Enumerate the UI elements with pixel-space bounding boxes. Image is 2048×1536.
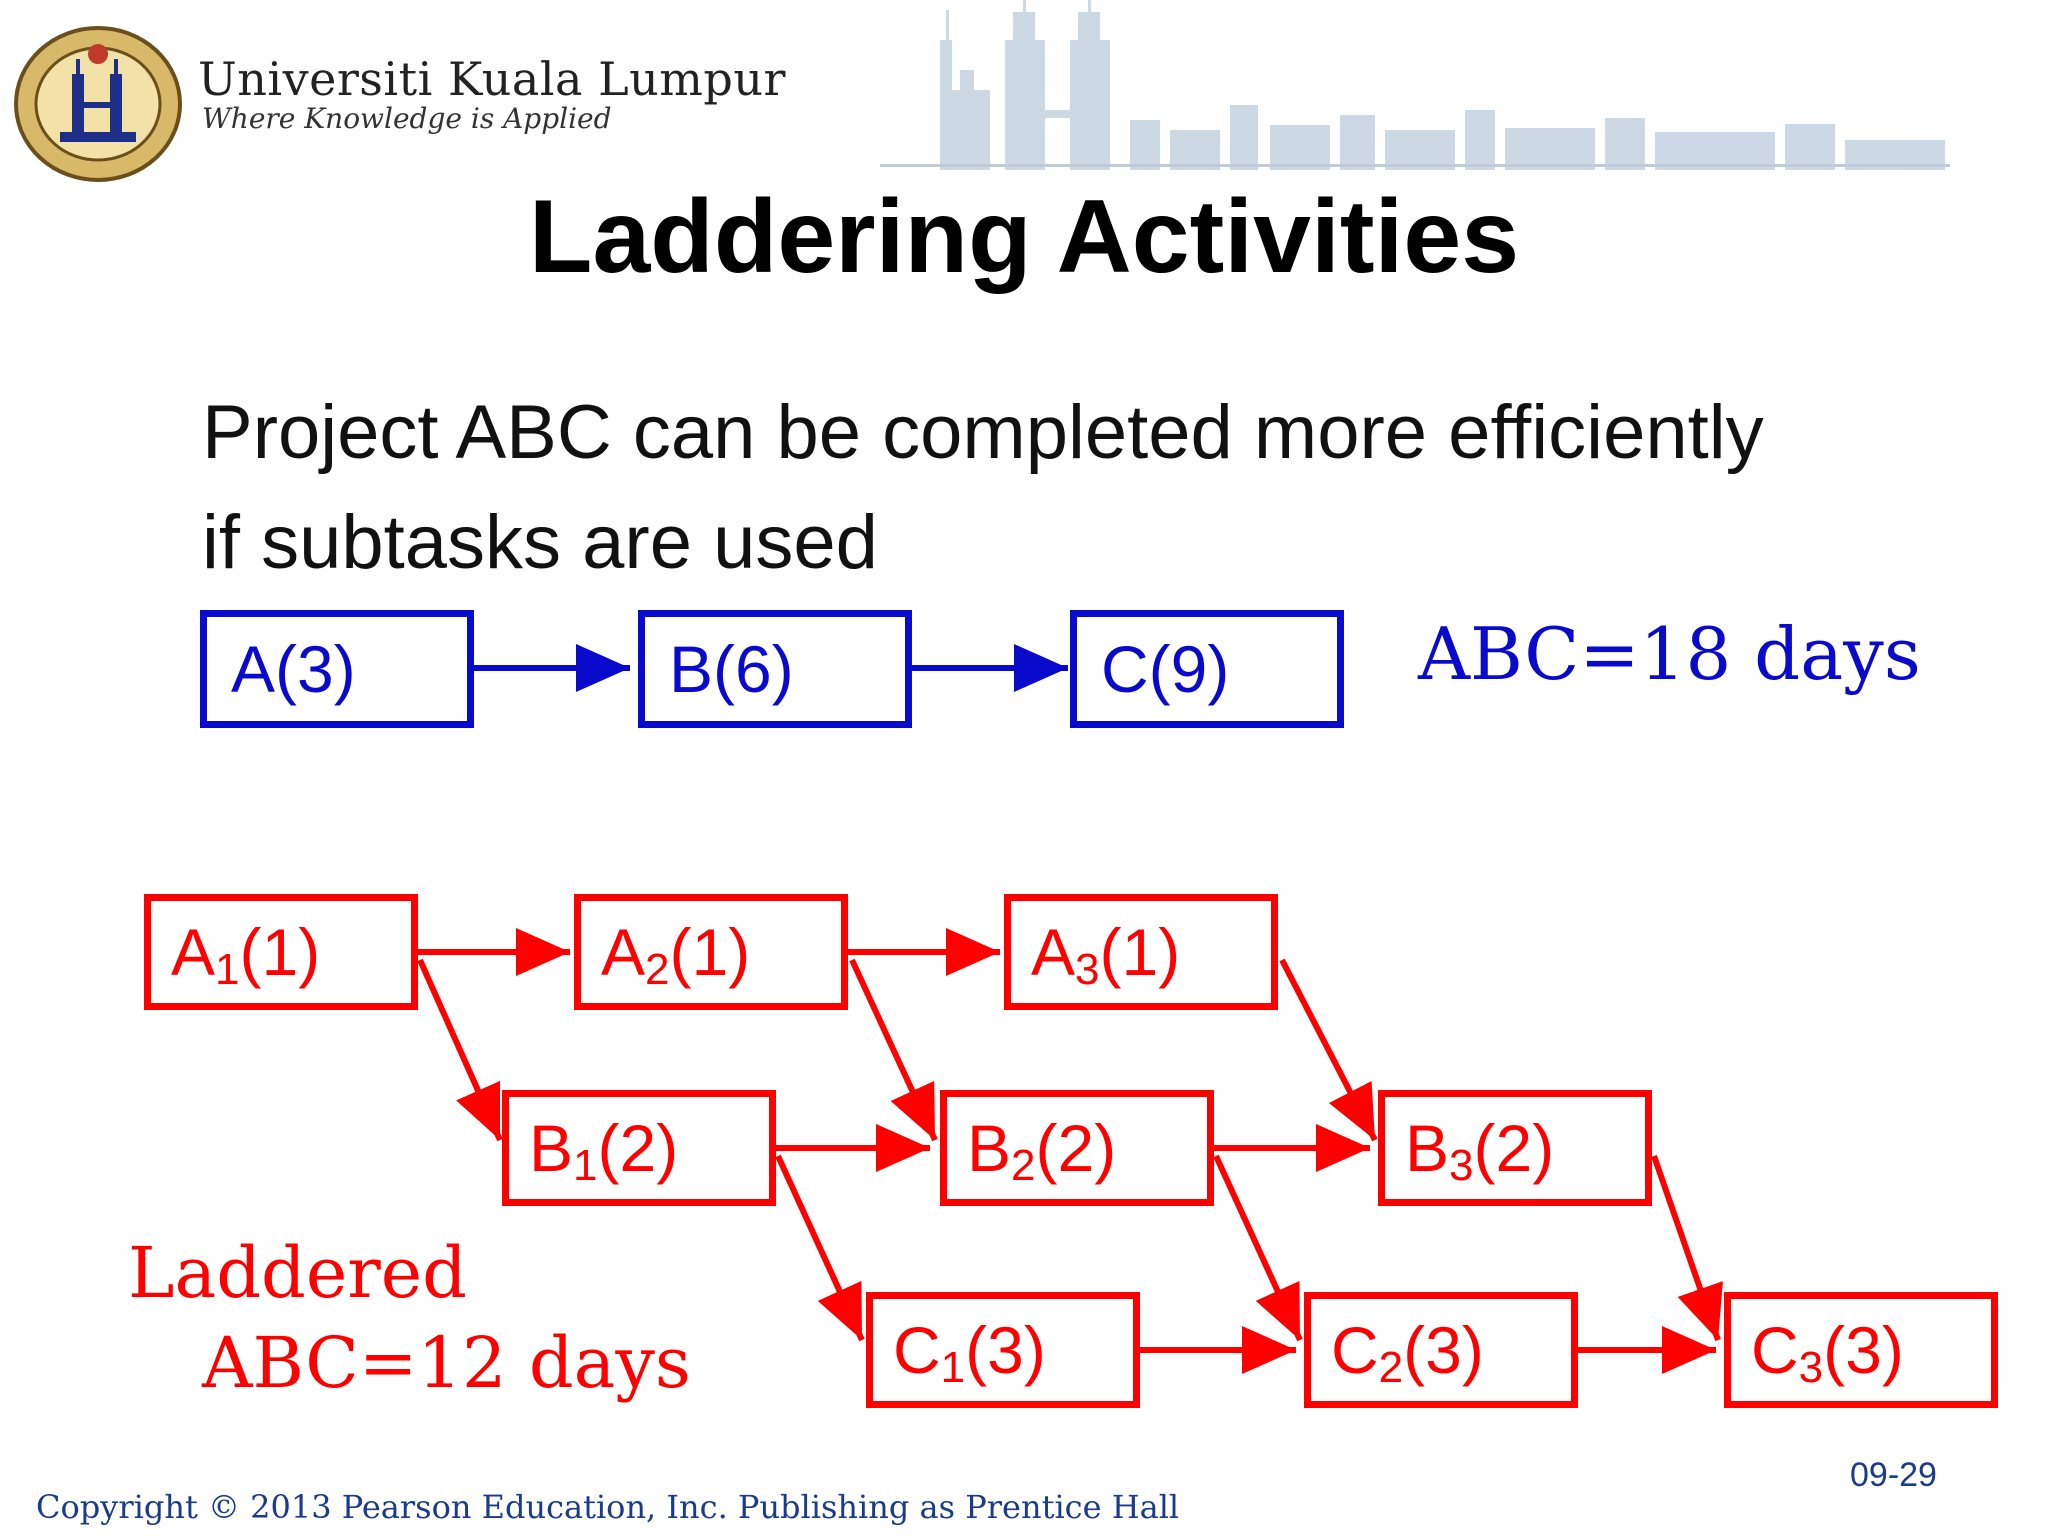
task-duration: (2) xyxy=(1473,1111,1555,1185)
task-letter: C xyxy=(1751,1313,1799,1387)
task-box-c: C(9) xyxy=(1070,610,1344,728)
task-subscript: 3 xyxy=(1798,1343,1824,1392)
task-letter: A xyxy=(601,915,646,989)
arrow-a1-to-b1 xyxy=(417,958,503,1142)
task-duration: (3) xyxy=(1823,1313,1904,1387)
page-number: 09-29 xyxy=(1850,1456,1937,1494)
task-letter: B xyxy=(529,1111,574,1185)
task-duration: (1) xyxy=(669,915,751,989)
copyright-notice: Copyright © 2013 Pearson Education, Inc.… xyxy=(36,1488,1180,1526)
task-label: A(3) xyxy=(231,632,356,706)
task-duration: (3) xyxy=(1403,1313,1484,1387)
arrow-b3-to-c3 xyxy=(1651,1155,1723,1341)
slide-header: Universiti Kuala Lumpur Where Knowledge … xyxy=(0,0,2048,200)
task-subscript: 1 xyxy=(940,1343,966,1392)
task-letter: A xyxy=(171,915,216,989)
task-subscript: 3 xyxy=(1449,1141,1474,1190)
task-duration: (1) xyxy=(239,915,321,989)
laddered-total: ABC=12 days xyxy=(202,1322,691,1404)
task-label: B(6) xyxy=(669,632,794,706)
task-letter: C xyxy=(1331,1313,1379,1387)
arrow-a2-to-b2 xyxy=(849,958,938,1142)
task-letter: B xyxy=(1405,1111,1450,1185)
task-subscript: 2 xyxy=(1378,1343,1404,1392)
task-duration: (2) xyxy=(1035,1111,1117,1185)
task-box-a: A(3) xyxy=(200,610,474,728)
sequential-total: ABC=18 days xyxy=(1418,612,1921,696)
university-name: Universiti Kuala Lumpur xyxy=(198,52,786,106)
task-subscript: 2 xyxy=(645,945,670,994)
subtitle-line-2: if subtasks are used xyxy=(202,500,878,585)
task-duration: (2) xyxy=(597,1111,679,1185)
university-tagline: Where Knowledge is Applied xyxy=(202,102,612,135)
arrow-b1-to-c1 xyxy=(775,1154,865,1342)
task-letter: B xyxy=(967,1111,1012,1185)
university-crest-icon xyxy=(14,26,182,182)
task-label: C(9) xyxy=(1101,632,1230,706)
task-letter: C xyxy=(893,1313,941,1387)
slide-subtitle: Project ABC can be completed more effici… xyxy=(202,378,2002,598)
task-letter: A xyxy=(1031,915,1076,989)
laddered-label: Laddered xyxy=(128,1232,467,1314)
arrow-b2-to-c2 xyxy=(1213,1154,1303,1342)
task-subscript: 3 xyxy=(1075,945,1100,994)
task-subscript: 1 xyxy=(573,1141,598,1190)
arrow-a3-to-b3 xyxy=(1279,958,1378,1142)
task-subscript: 2 xyxy=(1011,1141,1036,1190)
task-duration: (1) xyxy=(1099,915,1181,989)
subtitle-line-1: Project ABC can be completed more effici… xyxy=(202,390,1764,475)
task-subscript: 1 xyxy=(215,945,240,994)
task-box-b: B(6) xyxy=(638,610,912,728)
task-duration: (3) xyxy=(965,1313,1046,1387)
skyline-icon xyxy=(880,0,1950,170)
slide-title: Laddering Activities xyxy=(528,179,1520,295)
